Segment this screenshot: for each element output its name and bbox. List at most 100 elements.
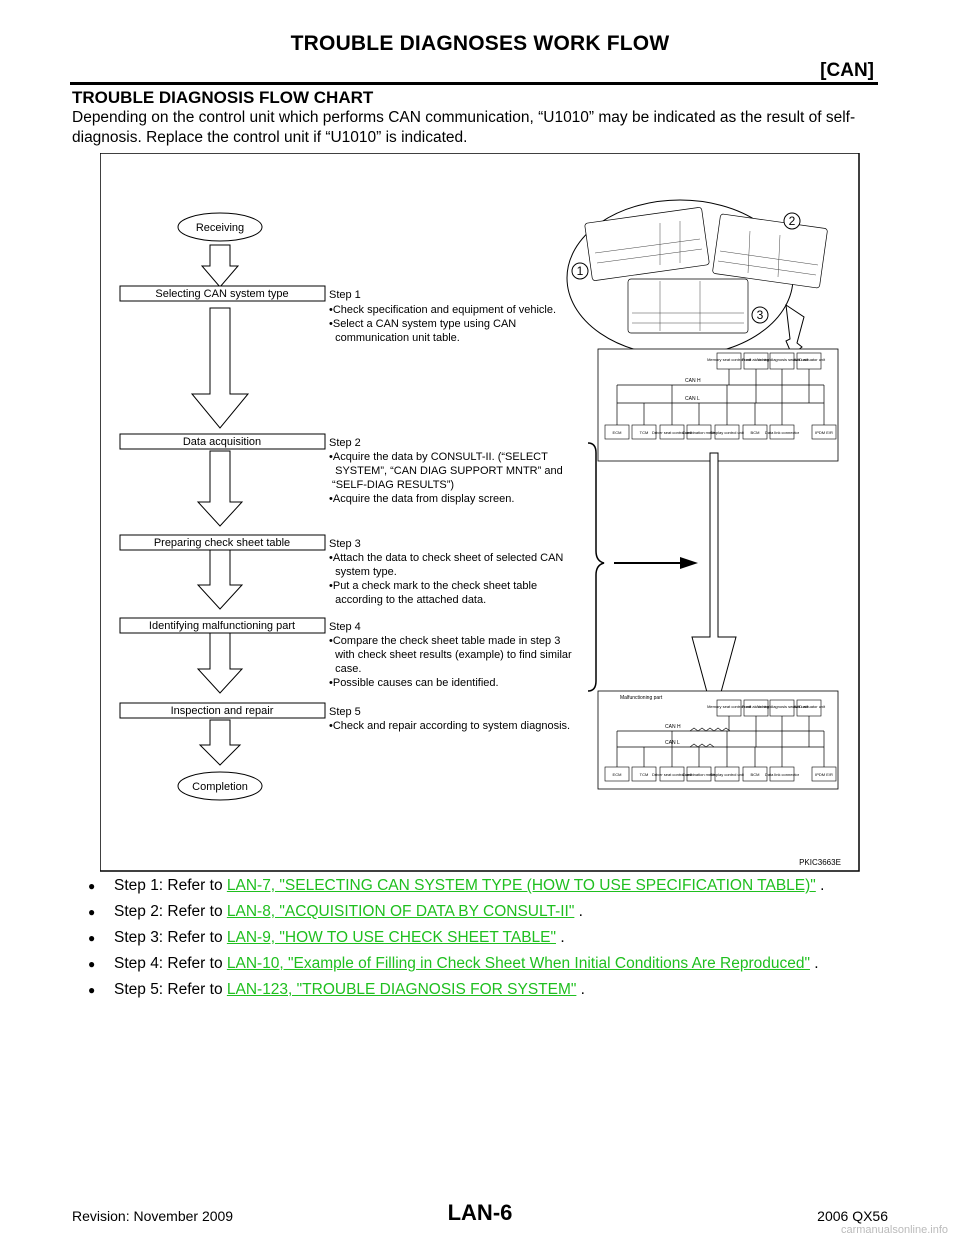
svg-text:Driver seat control unit: Driver seat control unit [652,772,693,777]
step-line: case. [329,663,361,675]
stage-box [119,285,326,302]
stage-label: Inspection and repair [171,705,274,717]
svg-text:BCM: BCM [751,430,760,435]
svg-text:Display control unit: Display control unit [710,772,745,777]
svg-text:AWD actuator unit: AWD actuator unit [793,357,826,362]
intro-paragraph: Depending on the control unit which perf… [72,109,856,146]
end-label: Completion [192,781,248,793]
svg-text:TCM: TCM [640,430,649,435]
step-line: system type. [329,566,397,578]
bullet-icon: ● [88,905,96,919]
callout-number: 2 [789,214,796,228]
stage-box [119,534,326,551]
step-line: •Possible causes can be identified. [329,677,499,689]
svg-text:Memory seat control unit: Memory seat control unit [707,357,752,362]
reference-suffix: . [556,929,565,946]
check-sheet-thumbnails [584,207,828,334]
svg-text:Memory seat control unit: Memory seat control unit [707,704,752,709]
page-number: LAN-6 [447,1200,513,1225]
flow-chart-figure: Receiving Selecting CAN system type Data… [100,153,860,872]
page-title: TROUBLE DIAGNOSES WORK FLOW [290,32,670,55]
step-line: •Acquire the data by CONSULT-II. (“SELEC… [329,451,548,463]
bullet-icon: ● [88,879,96,893]
stage-box [119,617,326,634]
watermark: carmanualsonline.info [840,1224,948,1236]
svg-text:Display control unit: Display control unit [710,430,745,435]
reference-suffix: . [815,877,825,894]
can-diagram-top: Memory seat control unit Front air contr… [597,348,839,462]
stage-boxes: Selecting CAN system type Data acquisiti… [119,285,326,719]
reference-item: ●Step 4: Refer to LAN-10, "Example of Fi… [88,954,824,980]
reference-link[interactable]: LAN-123, "TROUBLE DIAGNOSIS FOR SYSTEM" [226,981,577,998]
svg-text:AWD actuator unit: AWD actuator unit [793,704,826,709]
reference-list: ● Step 1: Refer to LAN-7, "SELECTING CAN … [88,876,824,1006]
step-line: •Attach the data to check sheet of selec… [329,552,563,564]
stage-label: Preparing check sheet table [154,537,290,549]
callout-markers: 1 2 3 [571,212,801,324]
svg-text:Air bag diagnosis sensor unit: Air bag diagnosis sensor unit [756,704,808,709]
step-line: •Put a check mark to the check sheet tab… [329,580,537,592]
flow-arrows [190,244,250,766]
svg-text:BCM: BCM [751,772,760,777]
reference-prefix: Step 3: Refer to [114,929,227,946]
svg-text:IPDM E/R: IPDM E/R [815,430,833,435]
start-terminal [177,212,263,242]
reference-link[interactable]: LAN-8, "ACQUISITION OF DATA BY CONSULT-I… [226,903,575,920]
reference-link[interactable]: LAN-7, "SELECTING CAN SYSTEM TYPE (HOW T… [226,877,816,894]
reference-prefix: Step 2: Refer to [114,903,227,920]
bullet-icon: ● [88,983,96,997]
callout-circle [571,262,589,280]
step-line: •Check specification and equipment of ve… [329,304,556,316]
svg-text:ECM: ECM [613,430,622,435]
end-terminal [177,771,263,801]
reference-prefix: Step 1: Refer to [114,877,227,894]
svg-text:ECM: ECM [613,772,622,777]
step-title: Step 5 [329,706,361,718]
step-line: •Compare the check sheet table made in s… [329,635,560,647]
check-sheet-thumb [712,213,828,289]
steps-brace [587,442,605,692]
step-line: SYSTEM”, “CAN DIAG SUPPORT MNTR” and [329,465,563,477]
svg-text:Combination meter: Combination meter [682,772,716,777]
flow-arrow [196,548,244,610]
step-line: •Check and repair according to system di… [329,720,570,732]
reference-prefix: Step 5: Refer to [114,981,227,998]
reference-link[interactable]: LAN-9, "HOW TO USE CHECK SHEET TABLE" [226,929,557,946]
callout-number: 3 [757,308,764,322]
reference-link[interactable]: LAN-10, "Example of Filling in Check She… [226,955,810,972]
reference-suffix: . [809,955,819,972]
reference-suffix: . [574,903,583,920]
step-line: with check sheet results (example) to fi… [329,649,572,661]
figure-id: PKIC3663E [799,858,841,867]
callout-circle [751,306,769,324]
step-notes: Step 1 •Check specification and equipmen… [329,289,572,732]
stage-box [119,702,326,719]
vehicle-model: 2006 QX56 [817,1208,888,1224]
svg-text:CAN L: CAN L [685,396,700,402]
reference-suffix: . [576,981,585,998]
step-line: communication unit table. [329,332,460,344]
flow-arrow [196,450,244,527]
svg-text:CAN H: CAN H [665,724,681,730]
reference-item: ● Step 3: Refer to LAN-9, "HOW TO USE CHE… [88,928,824,954]
svg-text:Data link connector: Data link connector [765,430,800,435]
svg-text:CAN H: CAN H [685,378,701,384]
stage-box [119,433,326,450]
stage-label: Selecting CAN system type [155,288,288,300]
flow-arrow [198,719,242,766]
callout-circle [783,212,801,230]
reference-item: ● Step 2: Refer to LAN-8, "ACQUISITION OF… [88,902,824,928]
bullet-icon: ● [88,957,96,971]
can-diagram-bottom: Malfunctioning part Memory seat control … [597,690,839,790]
svg-text:Front air control: Front air control [742,357,770,362]
step-line: •Acquire the data from display screen. [329,493,514,505]
step-line: “SELF-DIAG RESULTS”) [329,479,454,491]
check-sheet-thumb [627,278,749,334]
svg-text:CAN L: CAN L [665,740,680,746]
check-sheet-grid [594,221,819,331]
bullet-icon: ● [88,931,96,945]
svg-text:Combination meter: Combination meter [682,430,716,435]
revision-date: Revision: November 2009 [72,1208,234,1224]
check-sheet-thumb [584,207,710,281]
section-heading: TROUBLE DIAGNOSIS FLOW CHART [72,88,374,107]
